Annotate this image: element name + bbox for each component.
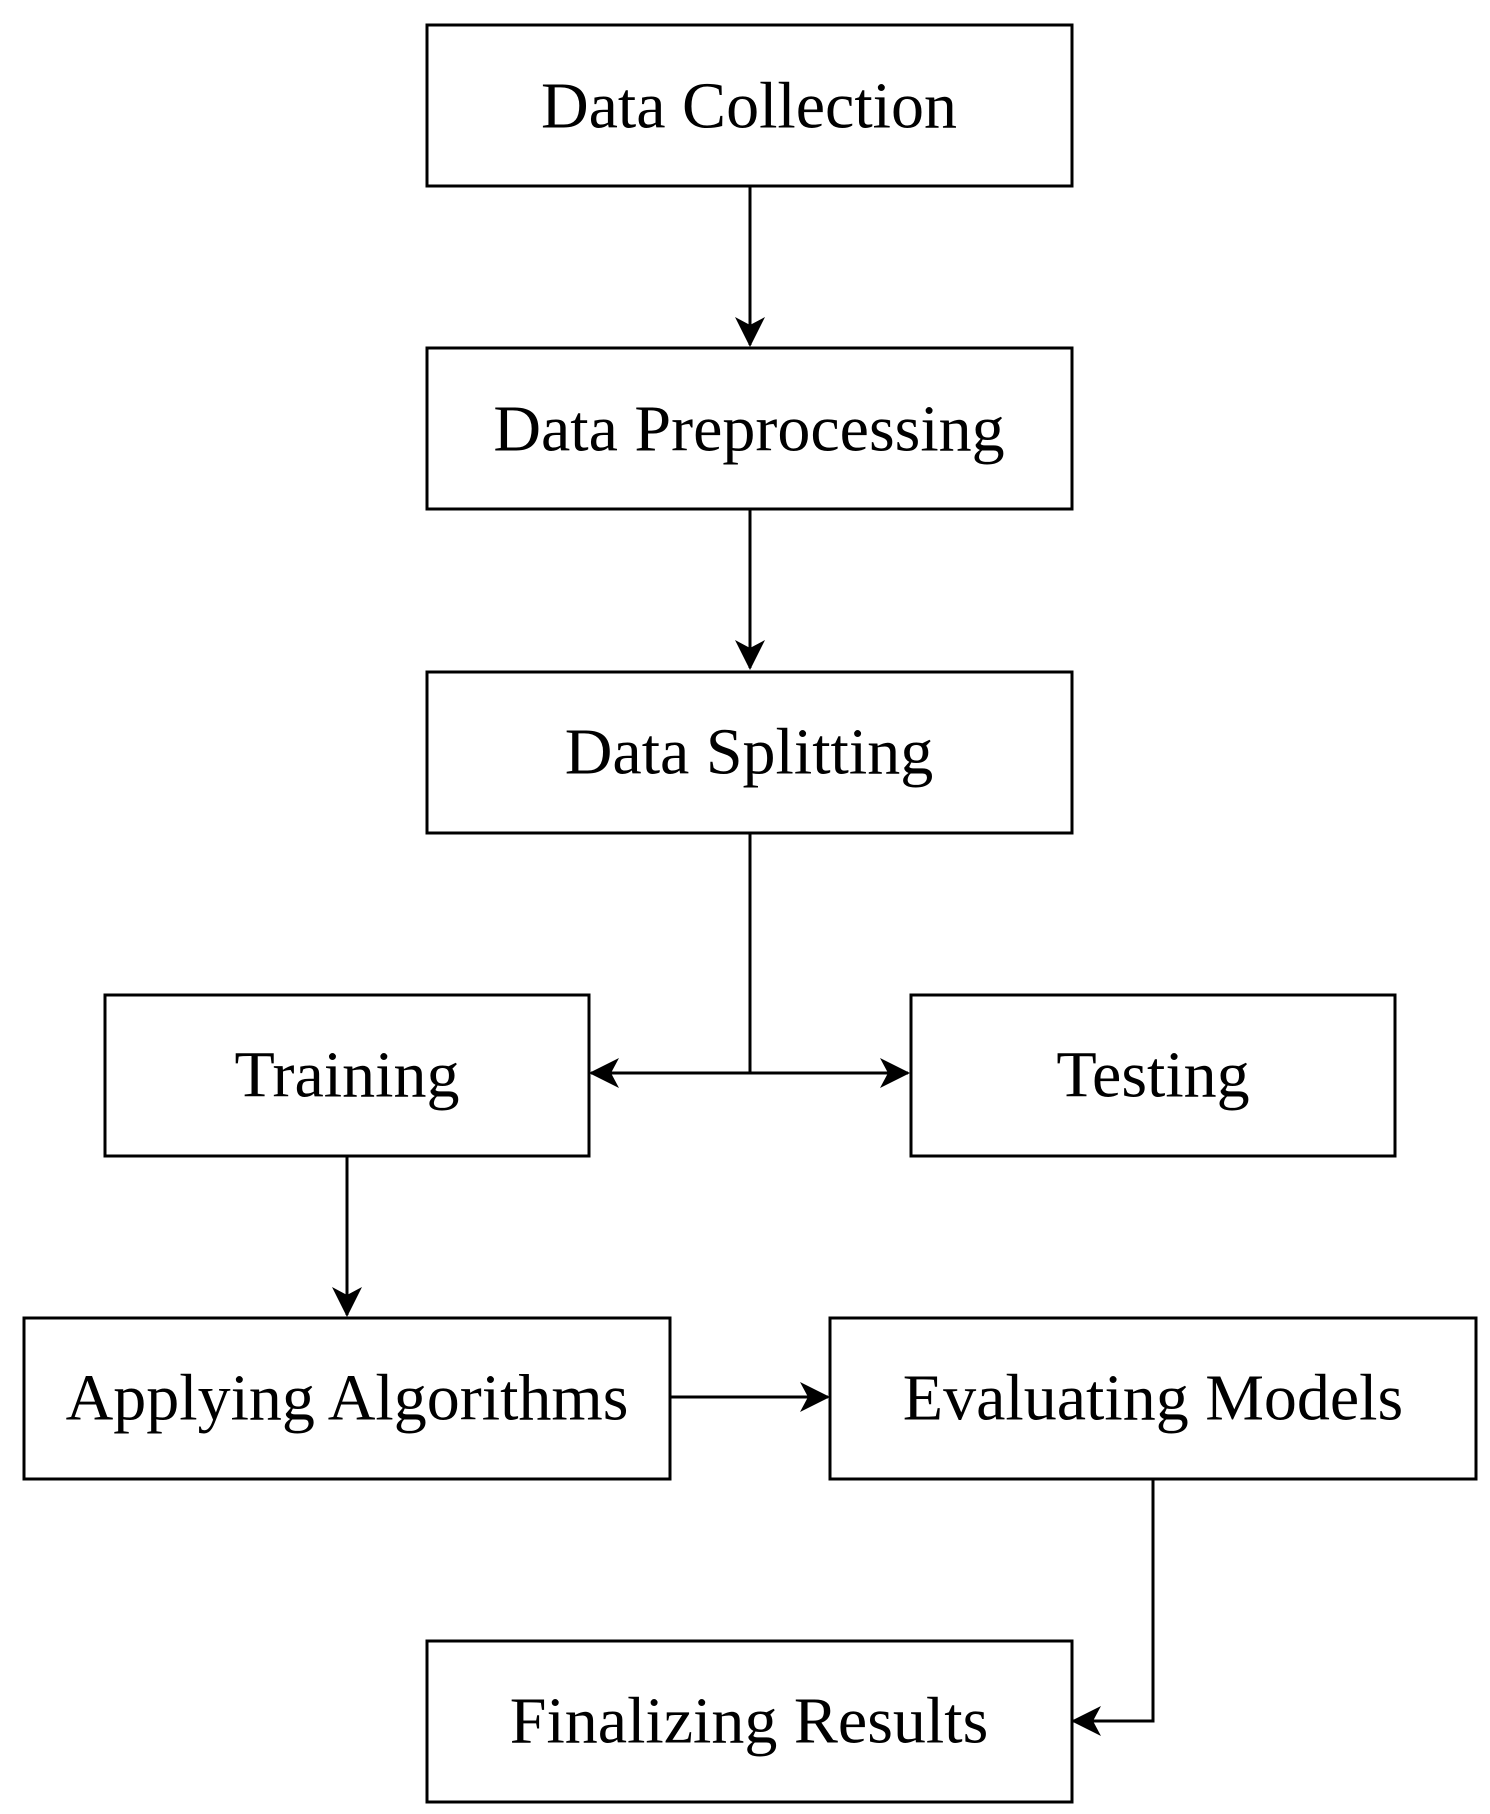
node-data-collection: Data Collection — [425, 23, 1074, 188]
node-label: Data Preprocessing — [493, 393, 1004, 466]
edge-evaluating-to-finalizing — [1071, 1479, 1155, 1736]
node-label: Training — [235, 1039, 460, 1112]
node-data-splitting: Data Splitting — [425, 670, 1074, 835]
node-label: Applying Algorithms — [66, 1362, 629, 1435]
node-label: Data Collection — [541, 70, 957, 143]
node-label: Data Splitting — [565, 716, 933, 789]
node-evaluating-models: Evaluating Models — [828, 1316, 1478, 1481]
node-data-preprocessing: Data Preprocessing — [425, 346, 1074, 511]
node-training: Training — [103, 993, 591, 1158]
node-label: Testing — [1056, 1039, 1249, 1112]
node-applying-algorithms: Applying Algorithms — [22, 1316, 672, 1481]
node-testing: Testing — [909, 993, 1397, 1158]
edges — [332, 186, 1155, 1736]
node-label: Finalizing Results — [510, 1685, 989, 1758]
node-finalizing-results: Finalizing Results — [425, 1639, 1074, 1804]
node-label: Evaluating Models — [903, 1362, 1403, 1435]
